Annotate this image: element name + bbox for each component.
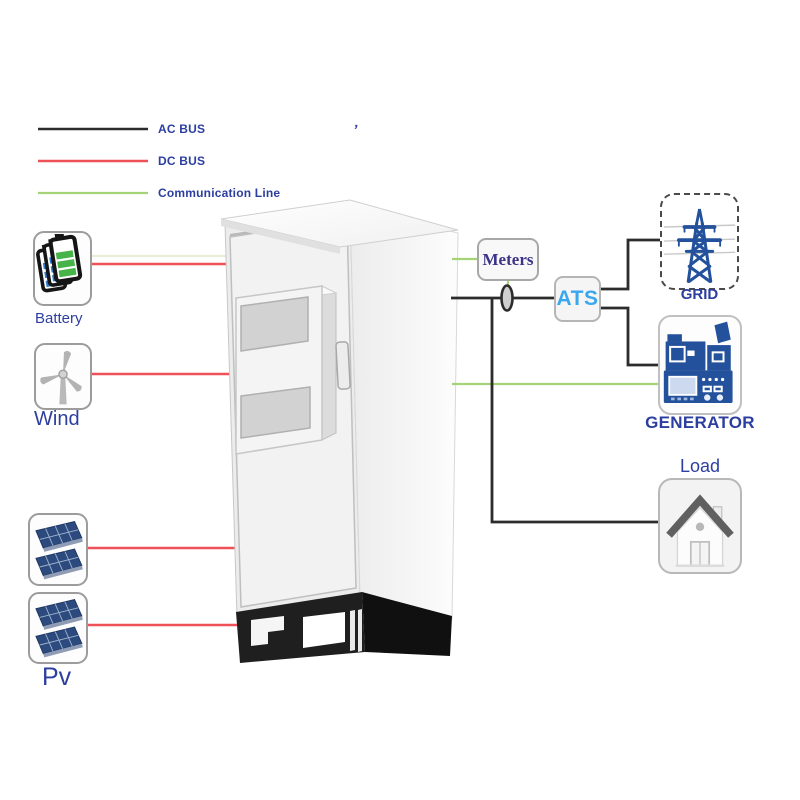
transmission-tower-icon: [663, 208, 736, 283]
meters-label: Meters: [482, 249, 534, 269]
pv-node-2: [28, 592, 88, 664]
ac-line-generator: [601, 306, 659, 367]
legend-label-comm: Communication Line: [158, 186, 281, 200]
base-slot-1: [251, 616, 284, 646]
legend-label-dc: DC BUS: [158, 154, 206, 168]
vent-window-bottom: [240, 386, 311, 439]
door-handle: [335, 341, 351, 390]
pv-label: Pv: [42, 663, 72, 691]
solar-panel-icon: [35, 520, 83, 579]
pv-node-1: [28, 513, 88, 586]
vent-window-top: [240, 296, 309, 352]
generator-node: [658, 315, 742, 415]
generator-label: GENERATOR: [645, 413, 755, 432]
house-icon: [666, 494, 734, 567]
legend-label-ac: AC BUS: [158, 122, 206, 136]
ats-label: ATS: [556, 287, 599, 310]
generator-icon: [663, 321, 733, 403]
battery-node: [33, 231, 92, 306]
base-slot-2: [303, 612, 345, 648]
wind-node: [34, 343, 92, 410]
ac-line-load: [490, 298, 658, 524]
solar-panel-icon: [35, 598, 83, 658]
wind-turbine-icon: [40, 350, 82, 404]
load-label: Load: [679, 456, 721, 476]
grid-node: [660, 193, 739, 290]
battery-icon: [35, 233, 82, 292]
grid-label: GRID: [680, 286, 719, 303]
ct-sensor: [500, 284, 514, 312]
wind-label: Wind: [34, 408, 80, 430]
vent-panel: [321, 285, 337, 441]
ac-line-grid: [601, 238, 661, 291]
ats-node: ATS: [554, 276, 601, 322]
battery-label: Battery: [35, 310, 83, 327]
storage-cabinet-illustration: [220, 199, 459, 663]
meters-node: Meters: [477, 238, 539, 281]
load-node: [658, 478, 742, 574]
